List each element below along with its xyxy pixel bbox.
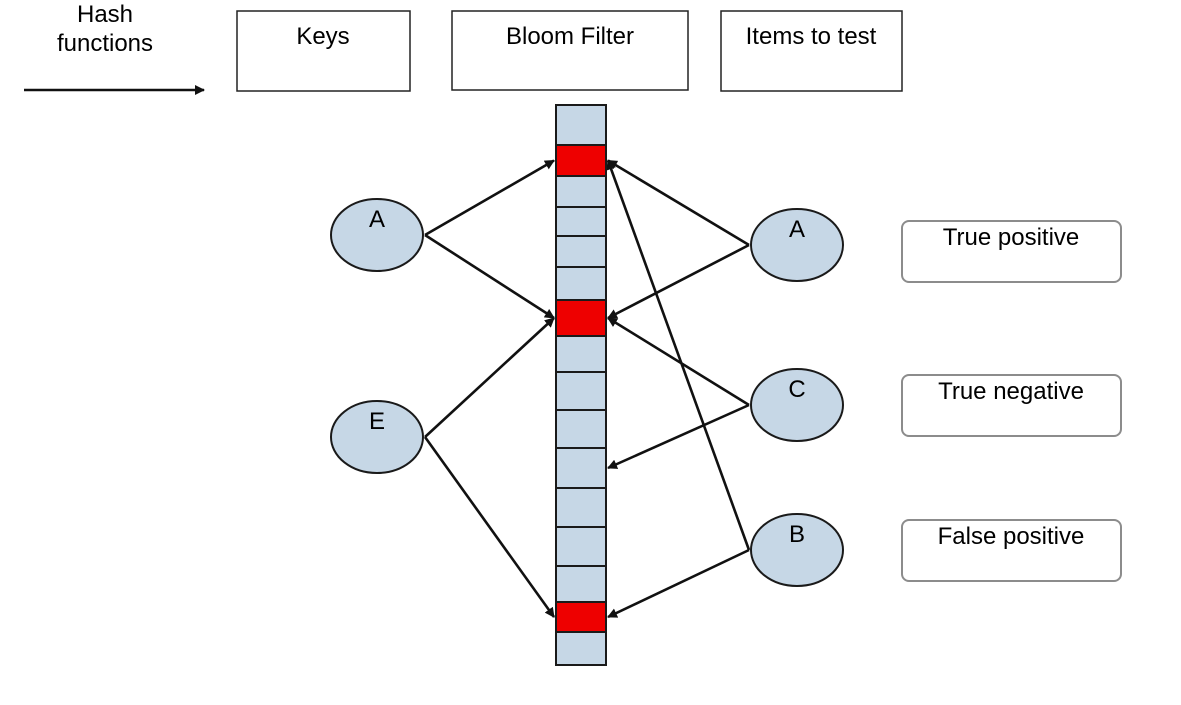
key-node-label: A — [369, 206, 385, 233]
filter-cell-empty — [555, 104, 607, 146]
key-nodes: AE — [330, 198, 424, 474]
item-node-ellipse — [750, 368, 844, 442]
item-nodes: A C B — [750, 208, 844, 587]
filter-cell-empty — [555, 631, 607, 666]
filter-cell-empty — [555, 487, 607, 528]
filter-cell-empty — [555, 371, 607, 411]
filter-cell-empty — [555, 175, 607, 208]
result-box — [901, 374, 1122, 437]
bloom-filter-header-label: Bloom Filter — [506, 23, 634, 50]
filter-cell-empty — [555, 266, 607, 301]
result-label: True negative — [938, 378, 1084, 405]
item-node-a: A — [750, 208, 844, 282]
header-items-to-test: Items to test — [720, 10, 903, 92]
result-box — [901, 220, 1122, 283]
item-node-label: C — [788, 376, 805, 403]
keys-header-box — [236, 10, 411, 92]
filter-cell-set — [555, 144, 607, 177]
key-node-ellipse — [330, 400, 424, 474]
result-false-positive: False positive — [901, 519, 1122, 582]
hash-functions-legend: Hash functions — [24, 1, 205, 95]
hash-arrow-item-A — [607, 243, 750, 320]
hash-arrow-key-E — [424, 317, 555, 438]
filter-cell-set — [555, 299, 607, 337]
filter-cell-empty — [555, 526, 607, 567]
key-node-e: E — [330, 400, 424, 474]
hash-arrow-item-C — [607, 316, 750, 407]
hash-arrow-item-B — [607, 548, 750, 619]
hash-arrow-key-A — [424, 159, 555, 237]
hash-arrow-item-A — [607, 159, 750, 247]
result-label: True positive — [943, 224, 1080, 251]
result-true-positive: True positive — [901, 220, 1122, 283]
hash-arrows — [423, 159, 751, 619]
items-to-test-header-label: Items to test — [746, 23, 877, 50]
result-true-negative: True negative — [901, 374, 1122, 437]
filter-cell-empty — [555, 335, 607, 373]
filter-cell-empty — [555, 235, 607, 268]
filter-cell-empty — [555, 565, 607, 603]
header-bloom-filter: Bloom Filter — [451, 10, 689, 91]
hash-arrow-key-A — [424, 233, 555, 320]
key-node-label: E — [369, 408, 385, 435]
filter-cell-empty — [555, 409, 607, 449]
items-to-test-header-box — [720, 10, 903, 92]
hash-functions-label-line2: functions — [57, 30, 153, 57]
item-node-c: C — [750, 368, 844, 442]
item-node-ellipse — [750, 208, 844, 282]
keys-header-label: Keys — [296, 23, 349, 50]
bloom-filter-header-box — [451, 10, 689, 91]
hash-arrow-item-C — [607, 403, 750, 470]
header-keys: Keys — [236, 10, 411, 92]
item-node-label: B — [789, 521, 805, 548]
hash-arrow-item-B — [606, 159, 751, 551]
result-label: False positive — [938, 523, 1085, 550]
filter-cell-empty — [555, 447, 607, 489]
result-box — [901, 519, 1122, 582]
key-node-ellipse — [330, 198, 424, 272]
filter-cell-empty — [555, 206, 607, 237]
item-node-ellipse — [750, 513, 844, 587]
hash-functions-label-line1: Hash — [77, 1, 133, 28]
item-node-label: A — [789, 216, 805, 243]
item-node-b: B — [750, 513, 844, 587]
key-node-a: A — [330, 198, 424, 272]
hash-arrow-key-E — [423, 436, 556, 618]
bloom-filter-array — [555, 104, 607, 666]
filter-cell-set — [555, 601, 607, 633]
